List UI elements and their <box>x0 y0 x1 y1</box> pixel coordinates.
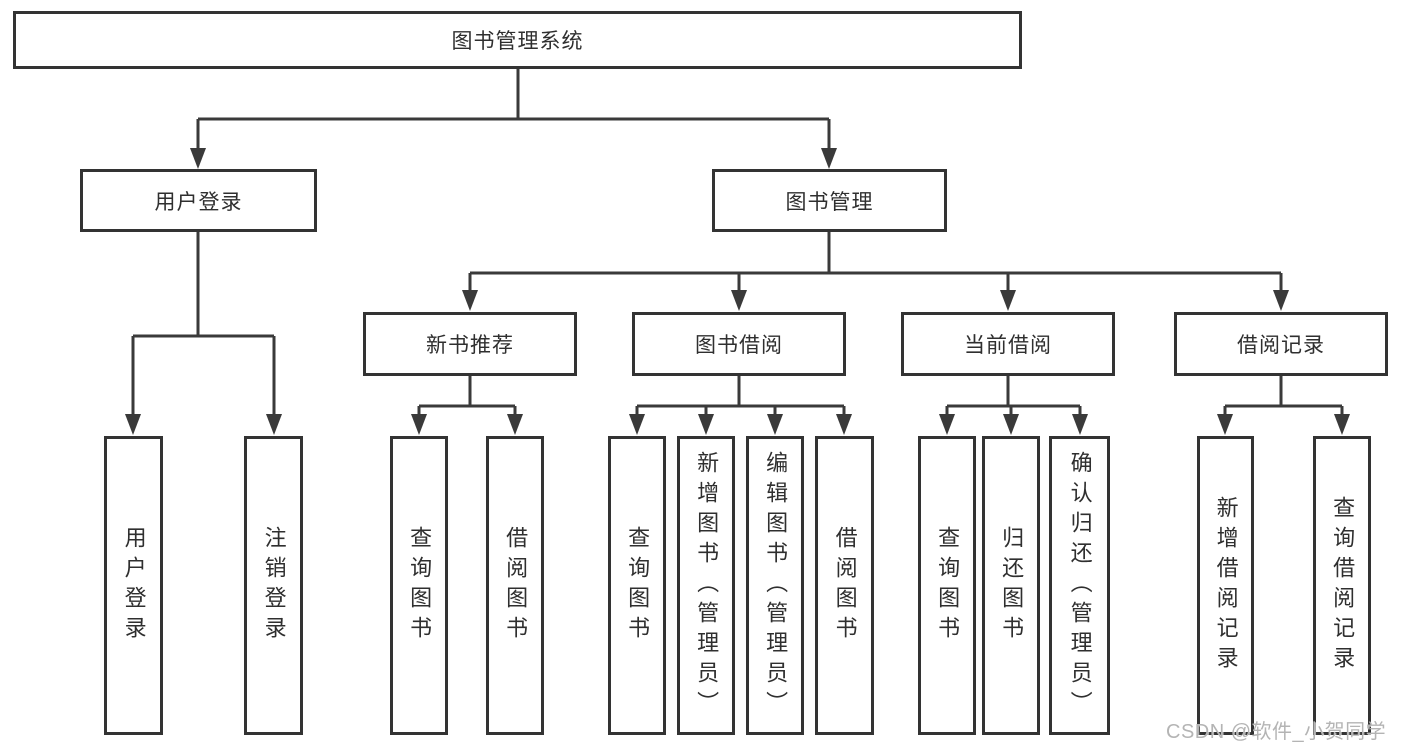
leaf-borrow-book-1: 借阅图书 <box>486 436 544 735</box>
node-book-borrow: 图书借阅 <box>632 312 846 376</box>
leaf-logout: 注销登录 <box>244 436 303 735</box>
edge-user-login-to-leaves <box>131 232 276 414</box>
leaf-query-book-2: 查询图书 <box>608 436 666 735</box>
arrowhead-current-borrow <box>1000 290 1016 311</box>
leaf-edit-book: 编辑图书（管理员） <box>746 436 804 735</box>
arrowhead-book-management <box>821 148 837 169</box>
arrowhead-leaf-edit-book <box>767 414 783 435</box>
leaf-return-book: 归还图书 <box>982 436 1040 735</box>
arrowhead-leaf-borrow-book-1 <box>507 414 523 435</box>
leaf-borrow-book-2: 借阅图书 <box>815 436 874 735</box>
arrowhead-leaf-query-record <box>1334 414 1350 435</box>
arrowhead-book-borrow <box>731 290 747 311</box>
node-book-management: 图书管理 <box>712 169 947 232</box>
leaf-add-book: 新增图书（管理员） <box>677 436 735 735</box>
arrowhead-leaf-user-login <box>125 414 141 435</box>
arrowhead-leaf-add-book <box>698 414 714 435</box>
arrowhead-leaf-confirm-return <box>1072 414 1088 435</box>
arrowhead-new-book-recommend <box>462 290 478 311</box>
edge-lines <box>131 68 1344 414</box>
arrowhead-leaf-add-record <box>1217 414 1233 435</box>
arrowhead-user-login <box>190 148 206 169</box>
leaf-query-record: 查询借阅记录 <box>1313 436 1371 735</box>
edge-book-management-to-modules <box>468 232 1283 290</box>
edge-book-borrow-to-leaves <box>635 376 846 414</box>
arrowhead-leaf-return-book <box>1003 414 1019 435</box>
leaf-query-book-3: 查询图书 <box>918 436 976 735</box>
arrowheads <box>125 148 1350 435</box>
edge-root-to-branches <box>196 68 831 148</box>
arrowhead-borrow-records <box>1273 290 1289 311</box>
node-borrow-records: 借阅记录 <box>1174 312 1388 376</box>
leaf-confirm-return: 确认归还（管理员） <box>1049 436 1110 735</box>
edge-current-borrow-to-leaves <box>945 376 1082 414</box>
leaf-add-record: 新增借阅记录 <box>1197 436 1254 735</box>
node-current-borrow: 当前借阅 <box>901 312 1115 376</box>
arrowhead-leaf-query-book-3 <box>939 414 955 435</box>
arrowhead-leaf-logout <box>266 414 282 435</box>
arrowhead-leaf-query-book-1 <box>411 414 427 435</box>
arrowhead-leaf-borrow-book-2 <box>836 414 852 435</box>
node-new-book-recommend: 新书推荐 <box>363 312 577 376</box>
arrowhead-leaf-query-book-2 <box>629 414 645 435</box>
leaf-query-book-1: 查询图书 <box>390 436 448 735</box>
edge-new-book-recommend-to-leaves <box>417 376 517 414</box>
edge-borrow-records-to-leaves <box>1223 376 1344 414</box>
node-root: 图书管理系统 <box>13 11 1022 69</box>
node-user-login: 用户登录 <box>80 169 317 232</box>
leaf-user-login: 用户登录 <box>104 436 163 735</box>
